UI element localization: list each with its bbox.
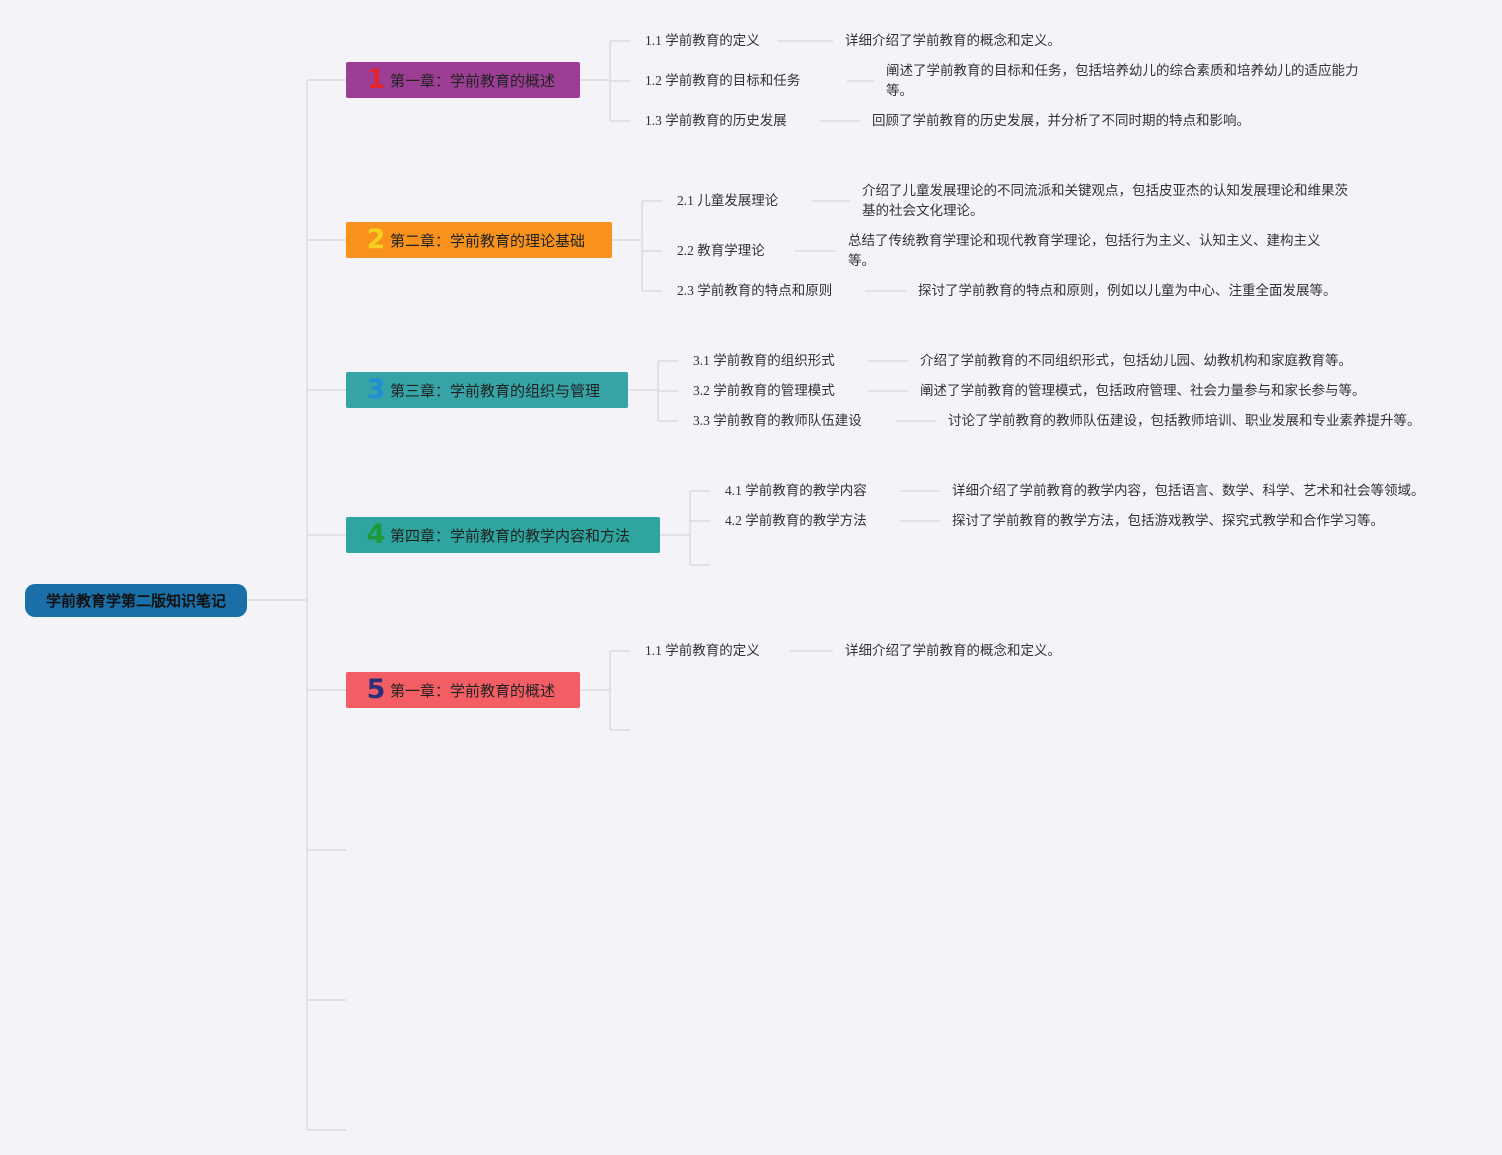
subtopic-2-3[interactable]: 2.3 学前教育的特点和原则: [677, 283, 833, 298]
note-1-1: 详细介绍了学前教育的概念和定义。: [845, 33, 1061, 48]
subtopic-2-1[interactable]: 2.1 儿童发展理论: [677, 193, 779, 208]
root-topic-label: 学前教育学第二版知识笔记: [45, 592, 226, 610]
chapter-number: 3: [366, 374, 386, 405]
subtopic-2-2[interactable]: 2.2 教育学理论: [677, 243, 765, 258]
chapter-4[interactable]: 4 第四章：学前教育的教学内容和方法: [346, 517, 660, 553]
subtopic-4-1[interactable]: 4.1 学前教育的教学内容: [725, 483, 867, 498]
note-1-3: 回顾了学前教育的历史发展，并分析了不同时期的特点和影响。: [872, 113, 1250, 128]
note-1-2: 阐述了学前教育的目标和任务，包括培养幼儿的综合素质和培养幼儿的适应能力等。: [886, 63, 1359, 98]
subtopic-1-1[interactable]: 1.1 学前教育的定义: [645, 33, 760, 48]
note-3-3: 讨论了学前教育的教师队伍建设，包括教师培训、职业发展和专业素养提升等。: [948, 413, 1421, 428]
chapter-title: 第一章：学前教育的概述: [390, 71, 556, 90]
subtopic-5-1[interactable]: 1.1 学前教育的定义: [645, 643, 760, 658]
chapter-title: 第一章：学前教育的概述: [390, 681, 556, 700]
subtopic-3-1[interactable]: 3.1 学前教育的组织形式: [693, 353, 835, 368]
note-2-1: 介绍了儿童发展理论的不同流派和关键观点，包括皮亚杰的认知发展理论和维果茨基的社会…: [862, 183, 1348, 218]
chapter-number: 2: [366, 224, 386, 255]
subtopic-4-2[interactable]: 4.2 学前教育的教学方法: [725, 513, 867, 528]
chapter-number: 5: [366, 674, 386, 705]
note-2-3: 探讨了学前教育的特点和原则，例如以儿童为中心、注重全面发展等。: [918, 283, 1337, 298]
subtopic-1-3[interactable]: 1.3 学前教育的历史发展: [645, 113, 787, 128]
chapter-3[interactable]: 3 第三章：学前教育的组织与管理: [346, 372, 628, 408]
note-2-2: 总结了传统教育学理论和现代教育学理论，包括行为主义、认知主义、建构主义等。: [848, 233, 1321, 268]
chapter-5[interactable]: 5 第一章：学前教育的概述: [346, 672, 580, 708]
chapter-number: 4: [366, 519, 386, 550]
chapter-1[interactable]: 1 第一章：学前教育的概述: [346, 62, 580, 98]
subtopic-3-3[interactable]: 3.3 学前教育的教师队伍建设: [693, 413, 862, 428]
chapter-2[interactable]: 2 第二章：学前教育的理论基础: [346, 222, 612, 258]
note-3-1: 介绍了学前教育的不同组织形式，包括幼儿园、幼教机构和家庭教育等。: [920, 353, 1352, 368]
note-4-2: 探讨了学前教育的教学方法，包括游戏教学、探究式教学和合作学习等。: [952, 513, 1384, 528]
chapter-title: 第四章：学前教育的教学内容和方法: [390, 526, 631, 545]
chapter-title: 第二章：学前教育的理论基础: [390, 231, 586, 250]
chapter-number: 1: [366, 64, 386, 95]
note-4-1: 详细介绍了学前教育的教学内容，包括语言、数学、科学、艺术和社会等领域。: [952, 483, 1425, 498]
subtopic-3-2[interactable]: 3.2 学前教育的管理模式: [693, 383, 835, 398]
chapter-title: 第三章：学前教育的组织与管理: [390, 381, 601, 400]
note-3-2: 阐述了学前教育的管理模式，包括政府管理、社会力量参与和家长参与等。: [920, 383, 1366, 398]
root-topic[interactable]: 学前教育学第二版知识笔记: [25, 584, 247, 617]
note-5-1: 详细介绍了学前教育的概念和定义。: [845, 643, 1061, 658]
subtopic-1-2[interactable]: 1.2 学前教育的目标和任务: [645, 73, 801, 88]
